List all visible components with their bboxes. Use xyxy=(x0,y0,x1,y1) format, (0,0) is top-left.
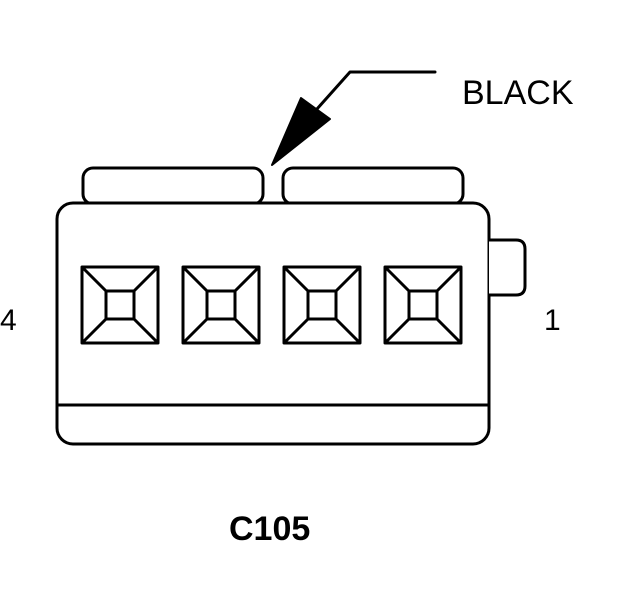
cavity-bevel-line xyxy=(132,317,160,345)
cavity-bevel-line xyxy=(181,317,209,345)
cavity-row xyxy=(80,265,463,345)
cavity-pin-3 xyxy=(181,265,261,345)
connector-id-label: C105 xyxy=(229,510,310,548)
cavity-inner xyxy=(306,289,338,321)
cavity-bevel-line xyxy=(383,265,411,293)
cavity-bevel-line xyxy=(80,317,108,345)
lock-tab-left xyxy=(81,166,265,206)
connector-side-key xyxy=(489,238,527,297)
cavity-bevel-line xyxy=(233,265,261,293)
cavity-outer xyxy=(80,265,160,345)
cavity-outer xyxy=(282,265,362,345)
cavity-outer xyxy=(181,265,261,345)
cavity-bevel-line xyxy=(233,317,261,345)
cavity-pin-4 xyxy=(80,265,160,345)
cavity-pin-2 xyxy=(282,265,362,345)
cavity-bevel-line xyxy=(80,265,108,293)
pin-left-label: 4 xyxy=(0,304,17,337)
wire-color-label: BLACK xyxy=(462,74,574,112)
cavity-pin-1 xyxy=(383,265,463,345)
cavity-inner xyxy=(205,289,237,321)
cavity-inner xyxy=(104,289,136,321)
connector-housing xyxy=(55,201,491,446)
cavity-outer xyxy=(383,265,463,345)
lock-tab-right xyxy=(281,166,465,206)
leader-arrowhead xyxy=(271,97,331,166)
cavity-bevel-line xyxy=(334,317,362,345)
cavity-bevel-line xyxy=(435,265,463,293)
cavity-bevel-line xyxy=(383,317,411,345)
cavity-inner xyxy=(407,289,439,321)
cavity-bevel-line xyxy=(132,265,160,293)
pin-right-label: 1 xyxy=(544,304,561,337)
cavity-bevel-line xyxy=(334,265,362,293)
connector-body xyxy=(55,201,527,446)
cavity-bevel-line xyxy=(435,317,463,345)
cavity-bevel-line xyxy=(282,317,310,345)
cavity-bevel-line xyxy=(282,265,310,293)
cavity-bevel-line xyxy=(181,265,209,293)
